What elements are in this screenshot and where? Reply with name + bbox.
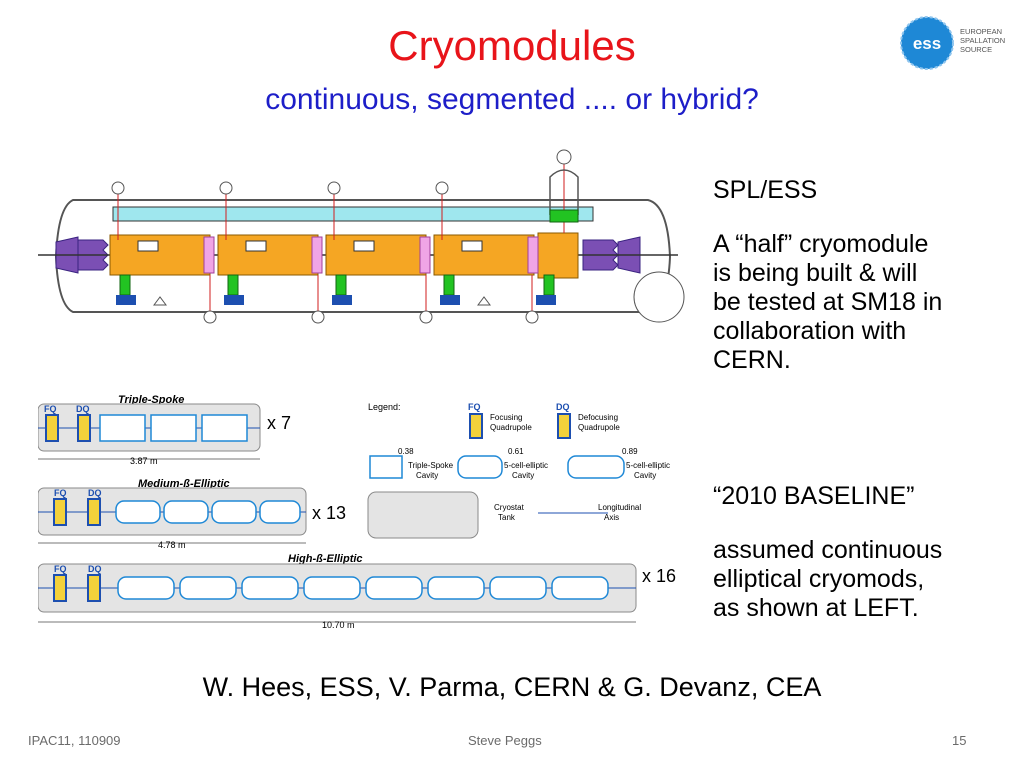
slide-title: Cryomodules xyxy=(388,22,636,69)
para1-line-3: be tested at SM18 in xyxy=(713,288,943,316)
legend-cav2-b: Cavity xyxy=(512,471,534,480)
para2-line-3: as shown at LEFT. xyxy=(713,594,919,622)
para2-line-2: elliptical cryomods, xyxy=(713,565,925,593)
credit-line: W. Hees, ESS, V. Parma, CERN & G. Devanz… xyxy=(202,672,822,702)
legend-beta-1: 0.38 xyxy=(398,447,414,456)
legend-tank-2: Tank xyxy=(498,513,516,522)
legend-dq: DQ xyxy=(556,402,570,412)
multiplier-3: x 16 xyxy=(642,566,676,586)
cryomodule-drawing xyxy=(38,145,698,340)
legend-beta-2: 0.61 xyxy=(508,447,524,456)
ess-logo: ess EUROPEAN SPALLATION SOURCE xyxy=(898,12,1008,76)
legend-cav1-b: Cavity xyxy=(416,471,438,480)
section-name-3: High-ß-Elliptic xyxy=(288,553,363,565)
legend-title: Legend: xyxy=(368,402,401,412)
section-name-2: Medium-ß-Elliptic xyxy=(138,478,230,490)
fq-label-3: FQ xyxy=(54,564,67,574)
dq-label-1: DQ xyxy=(76,404,90,414)
footer-conference: IPAC11, 110909 xyxy=(28,733,121,748)
legend-cav3-a: 5-cell-elliptic xyxy=(626,461,670,470)
fq-label-2: FQ xyxy=(54,488,67,498)
legend-focusing-2: Quadrupole xyxy=(490,423,532,432)
legend-focusing: Focusing xyxy=(490,413,522,422)
legend-cav2-a: 5-cell-elliptic xyxy=(504,461,548,470)
length-2: 4.78 m xyxy=(158,540,186,550)
para1-line-5: CERN. xyxy=(713,346,791,374)
para1-line-4: collaboration with xyxy=(713,317,907,345)
dq-label-2: DQ xyxy=(88,488,102,498)
logo-mark: ess xyxy=(913,34,941,53)
dq-label-3: DQ xyxy=(88,564,102,574)
half-cryomodule-paragraph: A “half” cryomodule is being built & wil… xyxy=(713,230,942,375)
legend-axis-1: Longitudinal xyxy=(598,503,641,512)
para1-line-1: A “half” cryomodule xyxy=(713,230,929,258)
legend-fq: FQ xyxy=(468,402,481,412)
logo-line-3: SOURCE xyxy=(960,45,992,54)
footer-author: Steve Peggs xyxy=(468,733,542,748)
legend-defocusing-2: Quadrupole xyxy=(578,423,620,432)
lattice-diagram: Triple-Spoke FQ DQ x 7 3.87 m Medium-ß-E… xyxy=(37,392,678,632)
length-3: 10.70 m xyxy=(322,620,355,630)
legend-cav3-b: Cavity xyxy=(634,471,656,480)
legend-defocusing: Defocusing xyxy=(578,413,618,422)
spl-ess-heading: SPL/ESS xyxy=(713,176,818,204)
para1-line-2: is being built & will xyxy=(713,259,918,287)
logo-line-1: EUROPEAN xyxy=(960,27,1002,36)
fq-label-1: FQ xyxy=(44,404,57,414)
footer-page-number: 15 xyxy=(952,733,967,748)
logo-line-2: SPALLATION xyxy=(960,36,1005,45)
continuous-paragraph: assumed continuous elliptical cryomods, … xyxy=(713,536,942,623)
section-name-1: Triple-Spoke xyxy=(118,394,184,406)
slide-subtitle: continuous, segmented .... or hybrid? xyxy=(265,83,759,116)
legend-tank-1: Cryostat xyxy=(494,503,525,512)
legend-beta-3: 0.89 xyxy=(622,447,638,456)
length-1: 3.87 m xyxy=(130,456,158,466)
multiplier-1: x 7 xyxy=(267,413,291,433)
baseline-label: “2010 BASELINE” xyxy=(713,482,915,510)
multiplier-2: x 13 xyxy=(312,503,346,523)
legend-cav1-a: Triple-Spoke xyxy=(408,461,454,470)
legend-axis-2: Axis xyxy=(604,513,619,522)
para2-line-1: assumed continuous xyxy=(713,536,943,564)
